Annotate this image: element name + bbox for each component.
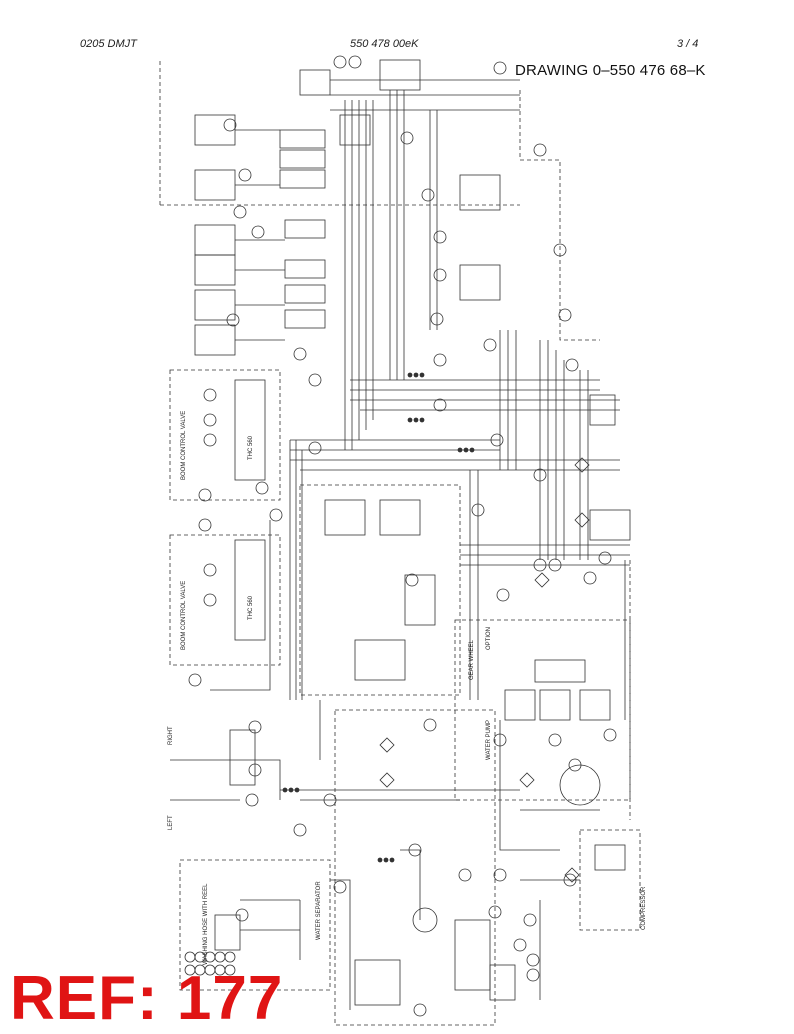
water-pump-label: WATER PUMP	[486, 720, 492, 760]
ref-stamp: REF: 177	[10, 964, 284, 1033]
header-doc-code: 0205 DMJT	[80, 38, 137, 50]
header-part-number: 550 478 00eK	[350, 38, 419, 50]
right-label: RIGHT	[168, 726, 174, 745]
boom-control-valve-label-2: BOOM CONTROL VALVE	[181, 581, 187, 650]
water-separator-label: WATER SEPARATOR	[316, 881, 322, 940]
thc-label-2: THC 560	[248, 595, 254, 620]
gear-wheel-label: GEAR WHEEL	[469, 639, 475, 680]
compressor-label: COMPRESSOR	[641, 886, 647, 930]
drawing-title: DRAWING 0–550 476 68–K	[515, 62, 706, 79]
option-label: OPTION	[486, 627, 492, 650]
washing-hose-label: WASHING HOSE WITH REEL	[203, 883, 209, 965]
header-page-number: 3 / 4	[677, 38, 699, 50]
boom-control-valve-label-1: BOOM CONTROL VALVE	[181, 411, 187, 480]
thc-label-1: THC 560	[248, 435, 254, 460]
left-label: LEFT	[168, 815, 174, 830]
